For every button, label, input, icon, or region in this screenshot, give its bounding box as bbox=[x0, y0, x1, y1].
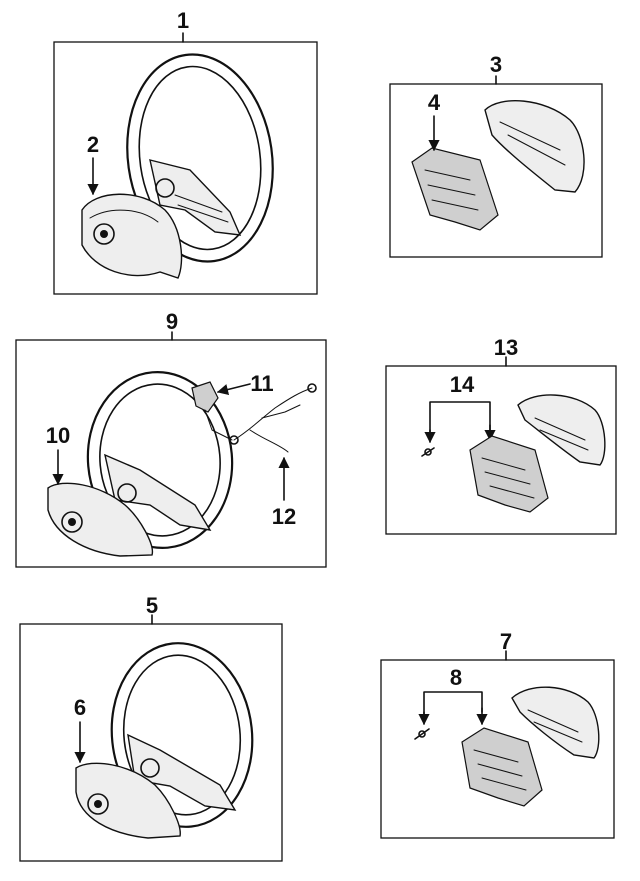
wire-12 bbox=[229, 383, 317, 453]
cover-3 bbox=[484, 100, 585, 193]
panel-steering-wheel-1: 1 2 bbox=[53, 8, 318, 295]
callout-14: 14 bbox=[450, 372, 475, 397]
callout-11: 11 bbox=[250, 371, 273, 396]
panel-1-frame bbox=[53, 41, 318, 295]
panel-switch-13: 13 14 bbox=[385, 335, 617, 535]
screw-14 bbox=[421, 447, 435, 457]
panel-7-frame bbox=[380, 659, 615, 839]
horn-pad-2 bbox=[81, 193, 183, 279]
steering-wheel-1 bbox=[126, 53, 274, 263]
switch-14 bbox=[469, 435, 549, 513]
harness-11 bbox=[191, 381, 233, 441]
callout-13: 13 bbox=[494, 335, 518, 360]
switch-8 bbox=[461, 727, 543, 807]
cover-13 bbox=[517, 394, 606, 466]
panel-steering-wheel-9: 9 10 11 12 bbox=[15, 309, 327, 568]
panel-switch-7: 7 8 bbox=[380, 629, 615, 839]
switch-4 bbox=[411, 147, 499, 231]
panel-steering-wheel-5: 5 6 bbox=[19, 593, 283, 862]
panel-13-frame bbox=[385, 365, 617, 535]
steering-wheel-9 bbox=[86, 371, 234, 549]
callout-9: 9 bbox=[166, 309, 178, 334]
callout-5: 5 bbox=[146, 593, 158, 618]
screw-8 bbox=[414, 728, 430, 740]
callout-2: 2 bbox=[87, 132, 99, 157]
panel-5-frame bbox=[19, 623, 283, 862]
callout-10: 10 bbox=[46, 423, 70, 448]
panel-cover-3: 3 4 bbox=[389, 52, 603, 258]
callout-4: 4 bbox=[428, 90, 441, 115]
callout-1: 1 bbox=[177, 8, 189, 33]
callout-6: 6 bbox=[74, 695, 86, 720]
callout-3: 3 bbox=[490, 52, 502, 77]
callout-8: 8 bbox=[450, 665, 462, 690]
cover-7 bbox=[511, 686, 600, 759]
horn-pad-6 bbox=[75, 762, 181, 839]
callout-12: 12 bbox=[272, 504, 296, 529]
panel-9-frame bbox=[15, 339, 327, 568]
horn-pad-10 bbox=[47, 482, 154, 557]
callout-7: 7 bbox=[500, 629, 512, 654]
